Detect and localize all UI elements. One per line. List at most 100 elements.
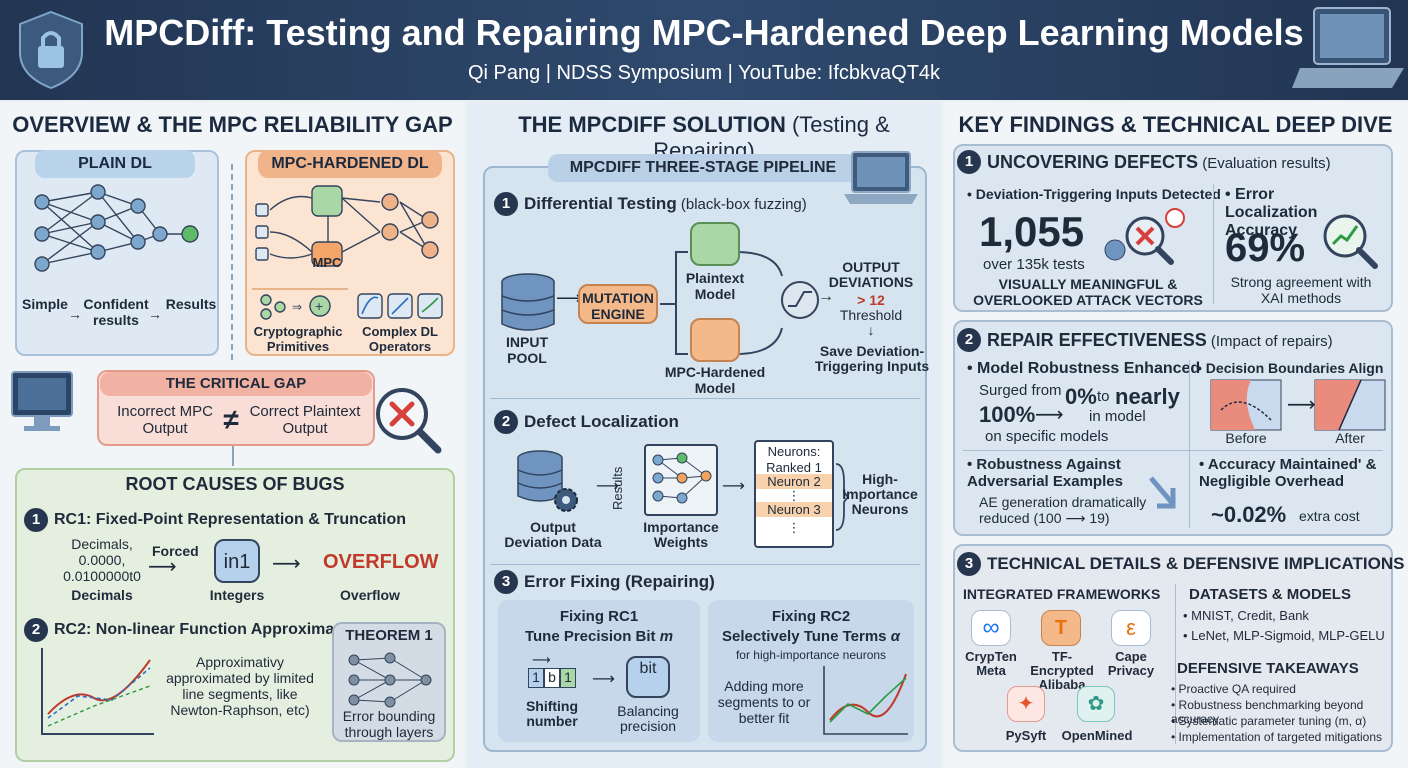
f2-divider-v [1189, 360, 1190, 528]
takeaway-item: • Implementation of targeted mitigations [1171, 730, 1382, 744]
robustness-zero: 0% [1065, 384, 1097, 409]
adversarial-title-text: Robustness Against Adversarial Examples [967, 456, 1123, 490]
solution-heading: THE MPCDIFF SOLUTION (Testing & Repairin… [468, 112, 940, 164]
dev-detected-label: • Deviation-Triggering Inputs Detected [967, 186, 1221, 202]
arrow-icon: ⟶ [556, 288, 582, 308]
growth-chart-icon [1323, 214, 1378, 269]
defects-panel [953, 144, 1393, 312]
takeaway-item-text: Systematic parameter tuning (m, α) [1178, 714, 1367, 728]
decision-boundary-text: Decision Boundaries Align [1205, 360, 1384, 376]
gap-right-text: Correct Plaintext Output [249, 403, 361, 437]
adversarial-title: • Robustness Against Adversarial Example… [967, 456, 1123, 490]
plaintext-model-label: Plaintext Model [685, 270, 745, 302]
robustness-in-model: in model [1089, 408, 1146, 425]
crypten-logo: ∞ [971, 610, 1011, 646]
arrow-icon: ⟶ [722, 478, 745, 495]
database-icon [501, 273, 555, 331]
input-pool-label: INPUT POOL [506, 334, 548, 366]
robustness-nearly: nearly [1115, 384, 1180, 409]
plain-flow-simple: Simple [22, 296, 68, 312]
s1-number: 1 [494, 192, 518, 216]
robustness-specific: on specific models [985, 428, 1109, 445]
rc1-decimals-text: Decimals, 0.0000, 0.0100000t0 [63, 536, 141, 584]
balancing-label: Balancing precision [617, 703, 679, 734]
shifting-label: Shifting number [525, 698, 579, 729]
comparator-icon [781, 281, 819, 319]
findings-heading: KEY FINDINGS & TECHNICAL DEEP DIVE [958, 112, 1393, 137]
down-arrow-icon [1149, 476, 1176, 509]
dev-detected-text: Deviation-Triggering Inputs Detected [975, 186, 1221, 202]
fix-rc2-var: α [890, 628, 900, 645]
f1-number: 1 [957, 150, 981, 174]
bit-box: bit [626, 656, 670, 698]
overview-heading: OVERVIEW & THE MPC RELIABILITY GAP [12, 112, 453, 137]
plain-flow-confident: Confident results [83, 296, 149, 328]
output-deviations-label: OUTPUT DEVIATIONS [828, 259, 914, 290]
stage-divider [490, 398, 920, 399]
robustness-hundred: 100% [979, 402, 1036, 427]
neuron-dots: ⋮ [787, 488, 801, 503]
gap-left-text: Incorrect MPC Output [117, 403, 213, 437]
arrow-icon: ⟶ [148, 556, 177, 578]
theorem-label: THEOREM 1 [345, 627, 433, 644]
svg-text:+: + [315, 298, 323, 314]
framework-cape: Cape Privacy [1107, 649, 1155, 678]
takeaway-item-text: Implementation of targeted mitigations [1178, 730, 1382, 744]
neuron-ranked-1: Ranked 1 [766, 460, 822, 475]
fix-rc1-subtitle-text: Tune Precision Bit [524, 628, 660, 645]
f3-number: 3 [957, 552, 981, 576]
takeaway-item-text: Robustness benchmarking beyond accuracy [1171, 698, 1364, 726]
theorem-description: Error bounding through layers [342, 708, 436, 740]
solution-column: THE MPCDIFF SOLUTION (Testing & Repairin… [468, 102, 940, 768]
mpc-dl-label: MPC-HARDENED DL [258, 150, 442, 178]
dataset-item-text: MNIST, Credit, Bank [1191, 608, 1309, 623]
decision-boundary-before-icon [1210, 379, 1282, 431]
framework-crypten: CrypTen Meta [965, 649, 1017, 678]
magnifier-network-icon [1104, 208, 1185, 265]
s1-title-rest: (black-box fuzzing) [676, 196, 807, 213]
f1-title-bold: UNCOVERING DEFECTS [987, 152, 1199, 172]
f2-title-bold: REPAIR EFFECTIVENESS [987, 330, 1207, 350]
frameworks-title: INTEGRATED FRAMEWORKS [963, 586, 1161, 602]
bit-cell: b [544, 668, 560, 688]
arrow-icon: ⟶ [272, 553, 301, 575]
bit-cell: 1 [528, 668, 544, 688]
framework-tf-encrypted: TF-Encrypted Alibaba [1030, 649, 1094, 692]
fix-rc2-title: Fixing RC2 [771, 608, 851, 625]
plain-dl-panel [15, 150, 219, 356]
bit-cell: 1 [560, 668, 576, 688]
database-gear-icon [517, 450, 578, 512]
decision-boundary-after-icon [1314, 379, 1386, 431]
fit-curve-icon [823, 666, 908, 735]
dev-detected-sub: over 135k tests [983, 256, 1085, 273]
mpc-network-icon [255, 185, 439, 267]
fix-rc2-subtitle-text: Selectively Tune Terms [722, 628, 891, 645]
arrow-icon: → [818, 288, 834, 305]
decision-boundary-title: • Decision Boundaries Align [1197, 360, 1384, 376]
arrow-icon: ⟶ [596, 478, 619, 495]
header-banner: MPCDiff: Testing and Repairing MPC-Harde… [0, 0, 1408, 100]
fix-rc2-description: Adding more segments to or better fit [717, 678, 811, 726]
neurons-ranking-box [754, 440, 834, 548]
rc1-title: RC1: Fixed-Point Representation & Trunca… [54, 511, 407, 528]
approximation-chart-icon [41, 648, 154, 735]
results-label: Results [610, 466, 625, 510]
mpc-dl-panel [245, 150, 455, 356]
rc1-number: 1 [24, 508, 48, 532]
operators-icon [357, 293, 443, 319]
rc1-forced-label: Forced [152, 543, 199, 559]
loc-accuracy-label: • Error Localization Accuracy [1225, 186, 1318, 239]
cape-logo: ε [1111, 610, 1151, 646]
fix-rc1-subtitle: Tune Precision Bit m [498, 628, 700, 645]
neuron-3: Neuron 3 [756, 502, 832, 517]
svg-text:⇒: ⇒ [292, 300, 302, 314]
pipeline-label: MPCDIFF THREE-STAGE PIPELINE [548, 154, 858, 182]
bracket-icon [835, 463, 850, 531]
share-icon: ⇒ + [260, 294, 331, 320]
datasets-title: DATASETS & MODELS [1189, 586, 1351, 603]
framework-pysyft: PySyft [1005, 728, 1047, 743]
fix-rc1-title: Fixing RC1 [559, 608, 639, 625]
stage-divider [490, 564, 920, 565]
mpc-node-label: MPC [312, 255, 342, 270]
